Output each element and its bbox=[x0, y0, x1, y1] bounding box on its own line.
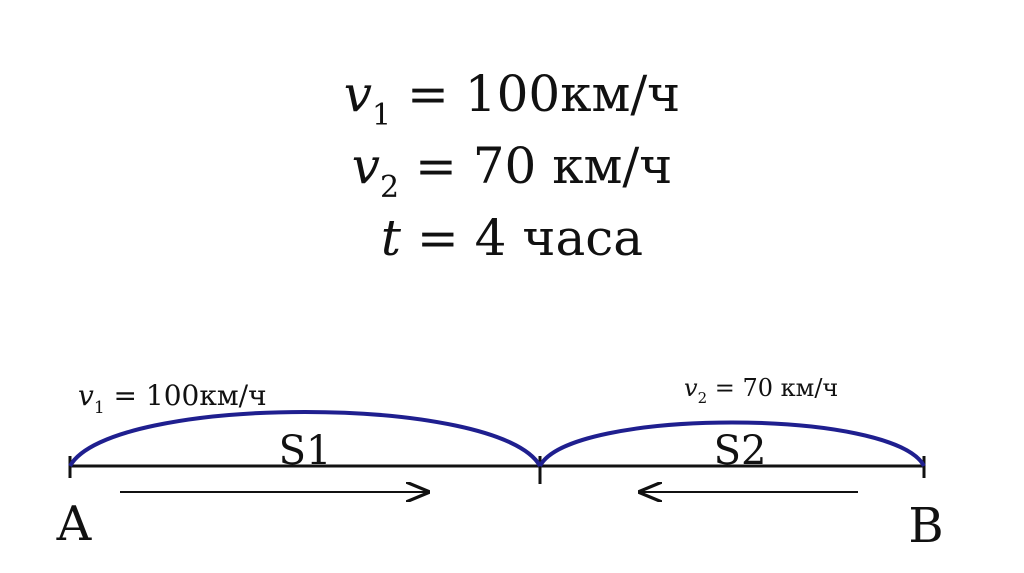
formula-time: t = 4 часа bbox=[0, 208, 1024, 276]
point-label-a: A bbox=[56, 496, 93, 552]
segment-label-s1: S1 bbox=[279, 428, 332, 474]
speed-var: v bbox=[684, 374, 698, 402]
formula-subscript: 2 bbox=[379, 170, 400, 205]
formula-value: = 70 км/ч bbox=[399, 137, 673, 195]
speed-var: v bbox=[78, 379, 94, 412]
speed-label-right: v2 = 70 км/ч bbox=[684, 374, 838, 407]
speed-label-left: v1 = 100км/ч bbox=[78, 379, 267, 418]
speed-subscript: 2 bbox=[698, 389, 708, 407]
formula-var: t bbox=[380, 209, 401, 267]
formula-speed-2: v2 = 70 км/ч bbox=[0, 136, 1024, 205]
arc-right bbox=[538, 420, 926, 468]
formula-speed-1: v1 = 100км/ч bbox=[0, 64, 1024, 133]
formula-value: = 4 часа bbox=[401, 209, 644, 267]
formula-subscript: 1 bbox=[371, 98, 392, 133]
segment-label-s2: S2 bbox=[714, 428, 767, 474]
speed-value: = 70 км/ч bbox=[707, 374, 838, 402]
formula-var: v bbox=[351, 137, 380, 195]
speed-value: = 100км/ч bbox=[105, 379, 267, 412]
speed-subscript: 1 bbox=[94, 398, 105, 418]
formula-var: v bbox=[343, 65, 372, 123]
point-label-b: B bbox=[908, 498, 943, 554]
formula-value: = 100км/ч bbox=[391, 65, 681, 123]
arc-left bbox=[68, 410, 542, 468]
